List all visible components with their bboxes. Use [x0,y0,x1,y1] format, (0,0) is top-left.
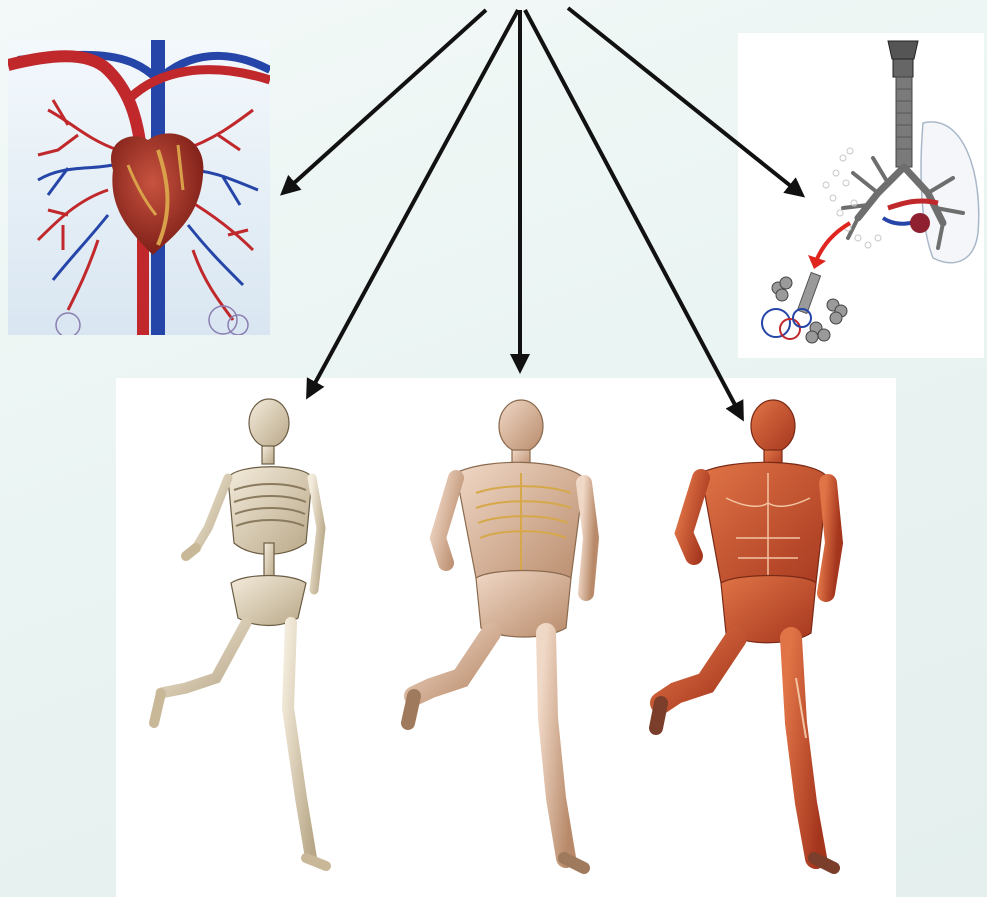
arrow-to-skeleton [308,10,518,396]
arrow-to-heart [283,10,486,193]
arrow-to-lungs [568,8,802,195]
arrow-to-muscle-body [525,10,742,418]
